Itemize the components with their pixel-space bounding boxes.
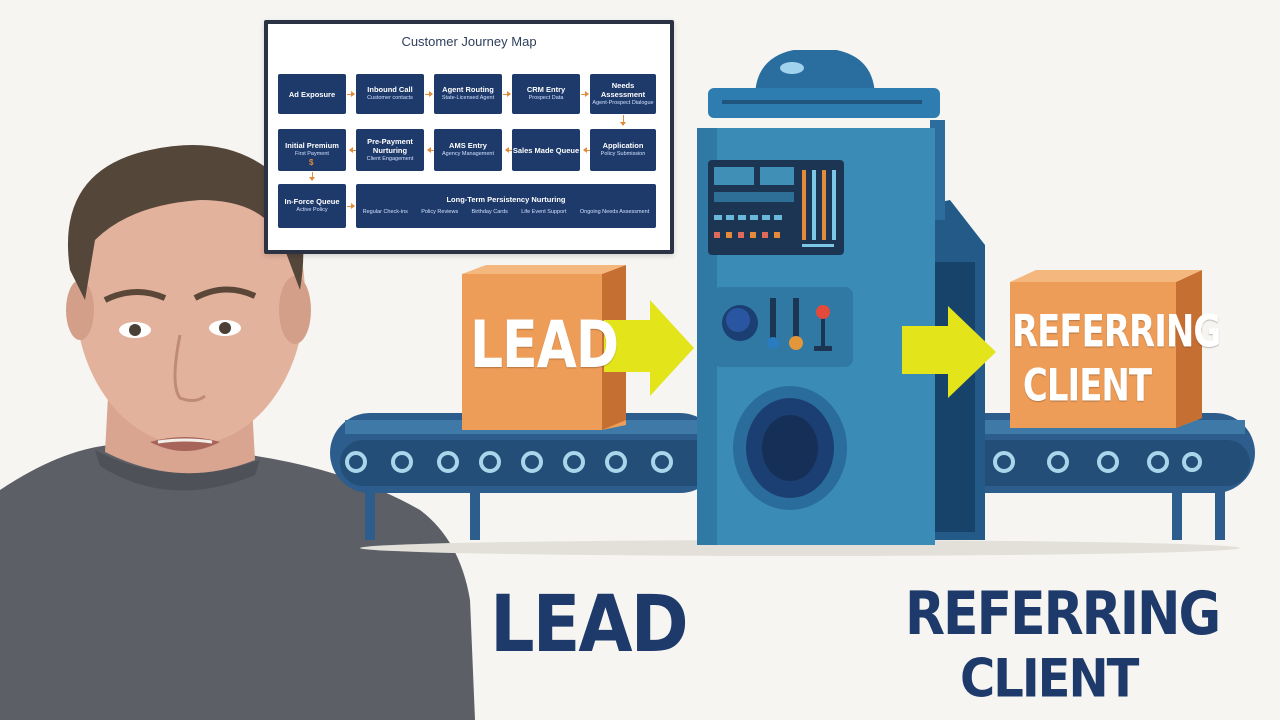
presenter-photo: [0, 145, 475, 720]
node-inbound-call: Inbound Call Customer contacts: [356, 74, 424, 114]
node-subtitle: Agent-Prospect Dialogue: [592, 99, 654, 106]
journey-map-title: Customer Journey Map: [401, 34, 537, 49]
node-sales-made-queue: Sales Made Queue: [512, 129, 580, 171]
node-ams-entry: AMS Entry Agency Management: [434, 129, 502, 171]
customer-journey-map: Customer Journey Map Ad Exposure Inbound…: [264, 20, 674, 254]
node-subtitle: Policy Submission: [600, 151, 646, 157]
referring-client-box-label-line2: CLIENT: [1022, 360, 1152, 412]
persistency-item: Ongoing Needs Assessment: [579, 209, 650, 215]
node-pre-payment-nurturing: Pre-Payment Nurturing Client Engagement: [356, 129, 424, 171]
node-title: Sales Made Queue: [512, 145, 580, 155]
persistency-item: Birthday Cards: [471, 209, 508, 215]
node-title: Agent Routing: [442, 85, 494, 94]
node-title: Ad Exposure: [288, 89, 336, 99]
persistency-items: Regular Check-ins Policy Reviews Birthda…: [356, 208, 656, 217]
flow-arrow: [309, 172, 315, 181]
node-agent-routing: Agent Routing State-Licensed Agent: [434, 74, 502, 114]
node-crm-entry: CRM Entry Prospect Data: [512, 74, 580, 114]
persistency-item: Regular Check-ins: [362, 209, 408, 215]
headline-to-line1: REFERRING: [905, 580, 1221, 649]
flow-arrow: [583, 147, 590, 153]
node-subtitle: Client Engagement: [366, 155, 414, 162]
node-subtitle: Customer contacts: [367, 95, 413, 101]
node-initial-premium: Initial Premium First Payment: [278, 129, 346, 171]
node-subtitle: Agency Management: [442, 151, 494, 157]
referring-client-box: [1010, 270, 1202, 428]
flow-arrow: [425, 91, 433, 97]
persistency-item: Policy Reviews: [421, 209, 459, 215]
node-title: AMS Entry: [449, 141, 487, 150]
presenter-hair: [67, 145, 304, 300]
presenter-face: [75, 145, 305, 445]
headline-to-line2: CLIENT: [960, 648, 1139, 710]
node-subtitle: State-Licensed Agent: [441, 95, 495, 101]
node-title: Long-Term Persistency Nurturing: [446, 195, 566, 204]
machine: [697, 50, 985, 545]
node-title: Pre-Payment Nurturing: [367, 136, 413, 155]
node-title: Initial Premium: [285, 141, 339, 150]
flow-arrow: [347, 91, 355, 97]
node-subtitle: Active Policy: [296, 207, 328, 213]
node-subtitle: First Payment: [295, 151, 329, 157]
node-title: Inbound Call: [367, 85, 413, 94]
flow-arrow: [581, 91, 589, 97]
lead-box: [462, 265, 626, 430]
lead-box-label: LEAD: [470, 308, 619, 383]
node-needs-assessment: Needs Assessment Agent-Prospect Dialogue: [590, 74, 656, 114]
dollar-icon: $: [309, 158, 314, 167]
node-subtitle: Prospect Data: [528, 95, 564, 101]
node-long-term-persistency: Long-Term Persistency Nurturing Regular …: [356, 184, 656, 228]
presenter-shirt: [0, 445, 475, 720]
referring-client-box-label-line1: REFERRING: [1012, 306, 1221, 358]
node-title: Application: [602, 141, 644, 150]
yellow-arrow-in: [604, 300, 694, 396]
left-conveyor-belt: [330, 413, 720, 540]
flow-arrow: [349, 147, 356, 153]
persistency-item: Life Event Support: [521, 209, 567, 215]
flow-arrow: [505, 147, 512, 153]
node-ad-exposure: Ad Exposure: [278, 74, 346, 114]
flow-arrow: [347, 203, 355, 209]
node-title: CRM Entry: [526, 85, 566, 94]
node-application: Application Policy Submission: [590, 129, 656, 171]
flow-arrow: [620, 115, 626, 126]
flow-arrow: [427, 147, 434, 153]
headline-from: LEAD: [490, 578, 689, 670]
yellow-arrow-out: [902, 306, 996, 398]
flow-arrow: [503, 91, 511, 97]
node-in-force-queue: In-Force Queue Active Policy: [278, 184, 346, 228]
node-title: Needs Assessment: [600, 80, 646, 99]
conveyor-machine-illustration: [330, 50, 1255, 556]
node-title: In-Force Queue: [284, 197, 340, 206]
